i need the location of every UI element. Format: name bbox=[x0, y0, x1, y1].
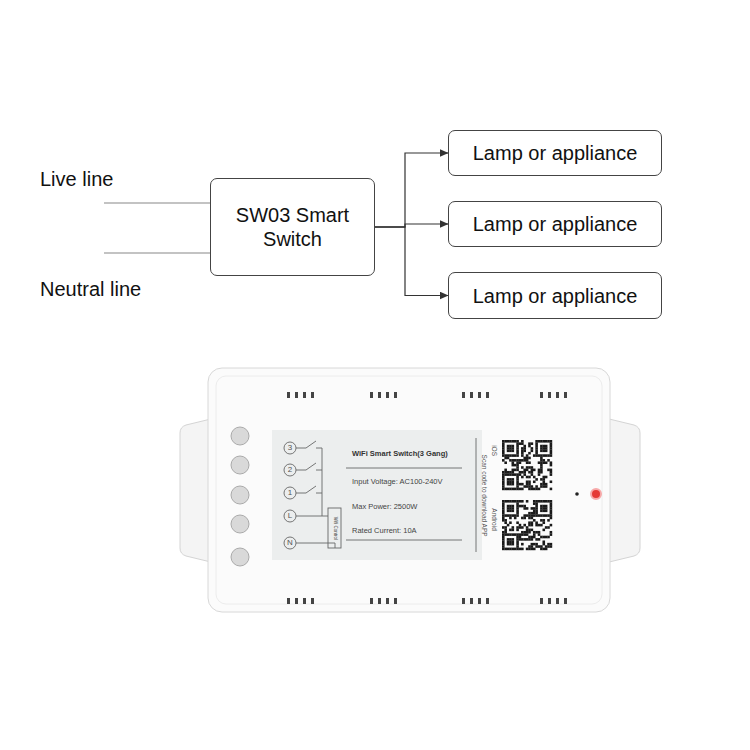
wiring-schematic bbox=[284, 438, 476, 552]
device-text: iOS bbox=[490, 446, 497, 457]
terminal-label: N bbox=[287, 539, 293, 548]
load-box: Lamp or appliance bbox=[448, 272, 662, 319]
body-edge bbox=[216, 376, 602, 604]
wire-label: Live line bbox=[40, 168, 113, 190]
arrow-connector bbox=[375, 153, 448, 227]
terminal-label: 2 bbox=[288, 466, 292, 475]
device-text: Input Voltage: AC100-240V bbox=[352, 478, 443, 486]
device-text: WiFi Smart Switch(3 Gang) bbox=[352, 450, 448, 458]
terminal-label: 1 bbox=[288, 489, 292, 498]
terminal-screws bbox=[231, 427, 249, 566]
node-text: Lamp or appliance bbox=[473, 284, 638, 308]
terminal-label: L bbox=[288, 512, 292, 521]
terminal-label: 3 bbox=[288, 444, 292, 453]
load-box: Lamp or appliance bbox=[448, 130, 662, 176]
text-stack: Lamp or appliance bbox=[473, 212, 638, 236]
indicator-dot bbox=[575, 492, 579, 496]
smart-switch-box: SW03 Smart Switch bbox=[210, 178, 375, 276]
device-text: Scan code to download APP bbox=[480, 455, 487, 537]
device-text: Wifi Control bbox=[332, 516, 337, 539]
qr-codes bbox=[502, 440, 552, 550]
device-text: Max Power: 2500W bbox=[352, 503, 417, 511]
node-text: Lamp or appliance bbox=[473, 141, 638, 165]
status-led bbox=[591, 489, 601, 499]
device-text: Rated Current: 10A bbox=[352, 527, 417, 535]
live-wire bbox=[104, 202, 210, 203]
label-panel bbox=[272, 430, 482, 560]
node-text: SW03 Smart Switch bbox=[225, 203, 360, 251]
load-box: Lamp or appliance bbox=[448, 201, 662, 247]
text-stack: SW03 Smart Switch bbox=[225, 203, 360, 251]
arrow-connector bbox=[375, 227, 448, 296]
device-body bbox=[208, 368, 610, 612]
node-text: Lamp or appliance bbox=[473, 212, 638, 236]
wire-label: Neutral line bbox=[40, 278, 141, 300]
text-stack: Lamp or appliance bbox=[473, 141, 638, 165]
device-text: Android bbox=[490, 509, 497, 531]
neutral-wire bbox=[104, 252, 210, 253]
text-stack: Lamp or appliance bbox=[473, 284, 638, 308]
